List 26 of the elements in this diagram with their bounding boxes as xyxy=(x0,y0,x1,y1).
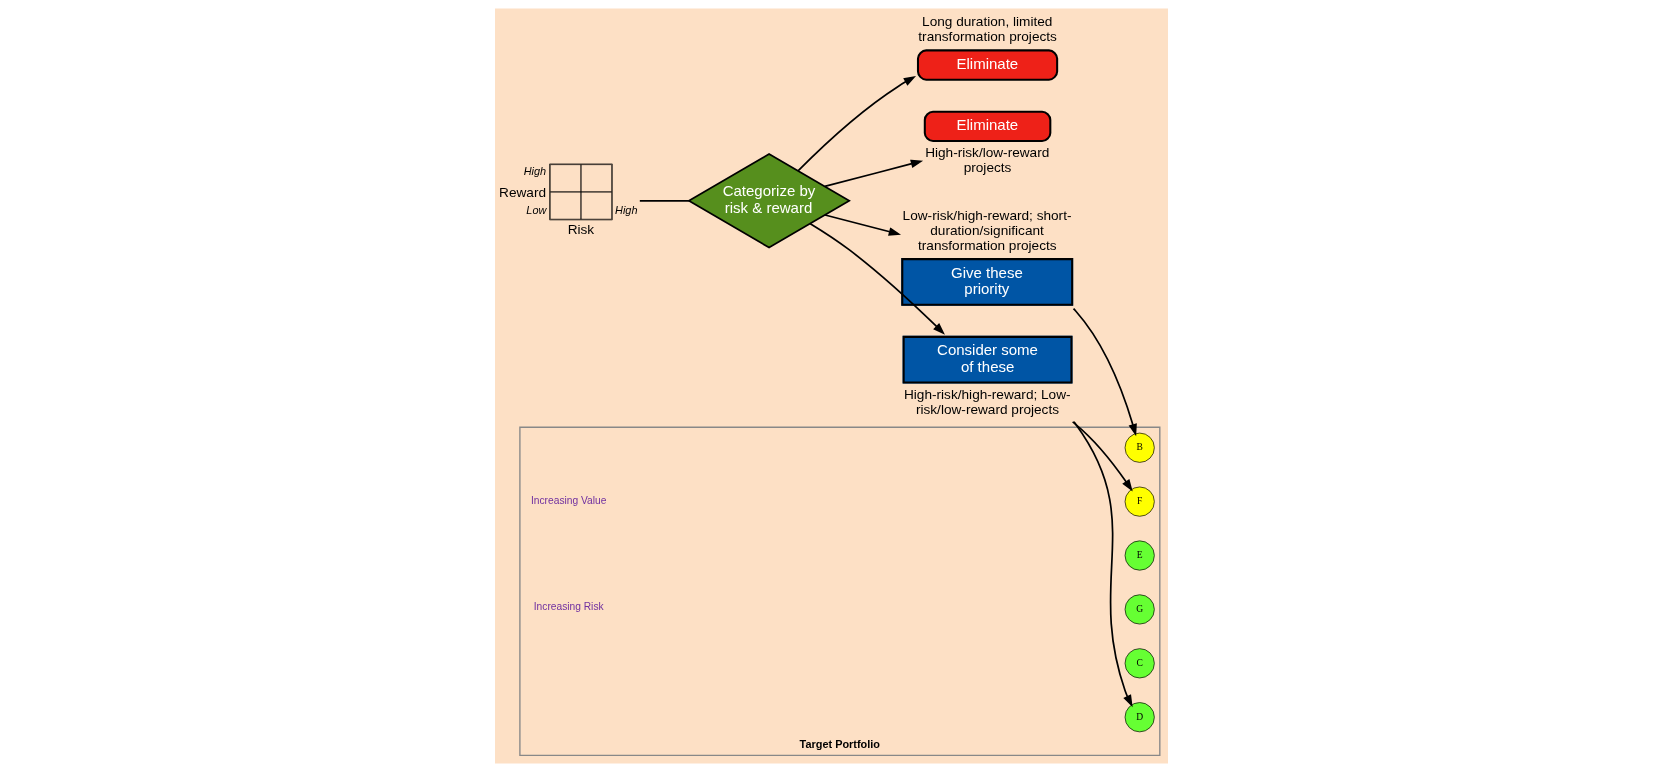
node-label: High xyxy=(523,164,547,177)
node-circle: C xyxy=(1124,648,1155,679)
arrow xyxy=(1071,421,1133,492)
node-circle: B xyxy=(1124,432,1155,463)
node-label: High-risk/high-reward; Low-risk/low-reward projects xyxy=(904,386,1071,417)
node-label: Long duration, limited transformation projects xyxy=(918,14,1057,45)
label: Increasing Value xyxy=(530,495,607,507)
arrow xyxy=(809,222,945,335)
node-circle: D xyxy=(1124,702,1155,733)
node-label: Risk xyxy=(567,221,595,237)
node-circle: G xyxy=(1124,594,1155,625)
node-circle: F xyxy=(1124,486,1155,517)
arrow xyxy=(1073,421,1133,708)
node-diamond: Categorize by risk & reward xyxy=(687,153,851,249)
connector xyxy=(638,199,690,202)
node-label: Low xyxy=(526,204,547,217)
arrow xyxy=(823,159,924,188)
arrow xyxy=(1072,307,1137,437)
arrow xyxy=(797,76,917,172)
node-label: Low-risk/high-reward; short-duration/significant transformation projects xyxy=(902,207,1072,253)
node-circle: E xyxy=(1124,540,1155,571)
label: Increasing Risk xyxy=(533,600,604,612)
arrow xyxy=(824,214,902,236)
node-label: Reward xyxy=(499,184,547,200)
node-label: High xyxy=(615,204,638,217)
node-label: High-risk/low-reward projects xyxy=(925,145,1050,176)
